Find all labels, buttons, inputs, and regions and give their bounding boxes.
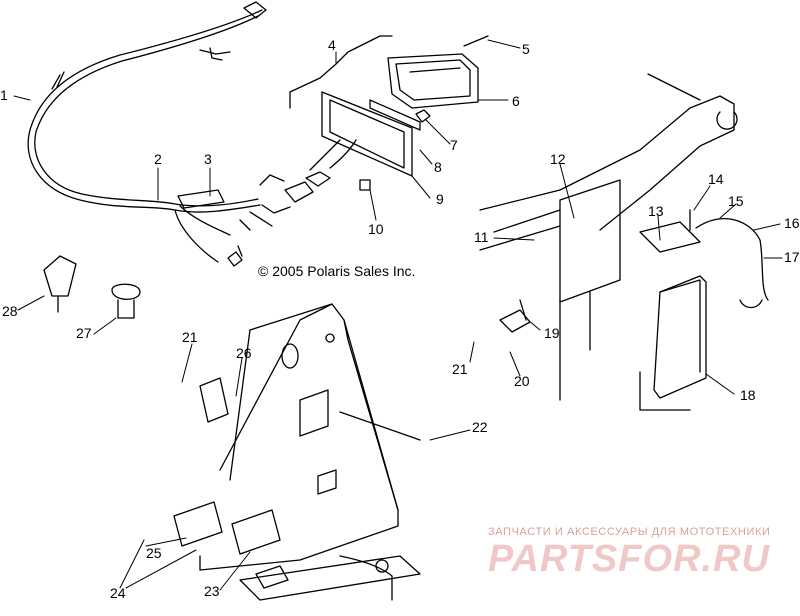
- battery-area: [479, 73, 769, 411]
- callout-26: 26: [236, 345, 252, 361]
- callout-20: 20: [514, 373, 530, 389]
- watermark-logo: PARTSFOR.RU: [488, 538, 770, 580]
- callout-27: 27: [76, 325, 92, 341]
- callout-17: 17: [784, 249, 800, 265]
- watermark-tagline: ЗАПЧАСТИ И АКСЕССУАРЫ ДЛЯ МОТОТЕХНИКИ: [488, 526, 771, 538]
- callout-3: 3: [204, 151, 212, 167]
- callout-1: 1: [0, 87, 8, 103]
- callout-12: 12: [550, 151, 566, 167]
- callout-18: 18: [740, 387, 756, 403]
- callout-4: 4: [328, 37, 336, 53]
- callout-21-right: 21: [452, 361, 468, 377]
- callout-25: 25: [146, 545, 162, 561]
- callout-6: 6: [512, 93, 520, 109]
- callout-2: 2: [154, 151, 162, 167]
- callout-15: 15: [728, 193, 744, 209]
- tail-light-assembly: [289, 35, 489, 191]
- mounting-bracket: [173, 303, 421, 601]
- callout-24: 24: [110, 585, 126, 601]
- callout-13: 13: [648, 203, 664, 219]
- copyright-notice: © 2005 Polaris Sales Inc.: [258, 263, 416, 279]
- callout-16: 16: [784, 215, 800, 231]
- callout-28: 28: [2, 303, 18, 319]
- callout-7: 7: [450, 137, 458, 153]
- callout-14: 14: [708, 171, 724, 187]
- callout-9: 9: [436, 191, 444, 207]
- callout-10: 10: [368, 221, 384, 237]
- leader-lines: [13, 39, 783, 591]
- callout-21-left: 21: [182, 329, 198, 345]
- small-parts: [43, 255, 141, 319]
- callout-11: 11: [474, 229, 489, 245]
- callout-22: 22: [472, 419, 488, 435]
- callout-23: 23: [204, 583, 220, 599]
- callout-5: 5: [522, 41, 530, 57]
- callout-8: 8: [434, 159, 442, 175]
- wire-harness: [27, 1, 357, 267]
- callout-19: 19: [544, 325, 560, 341]
